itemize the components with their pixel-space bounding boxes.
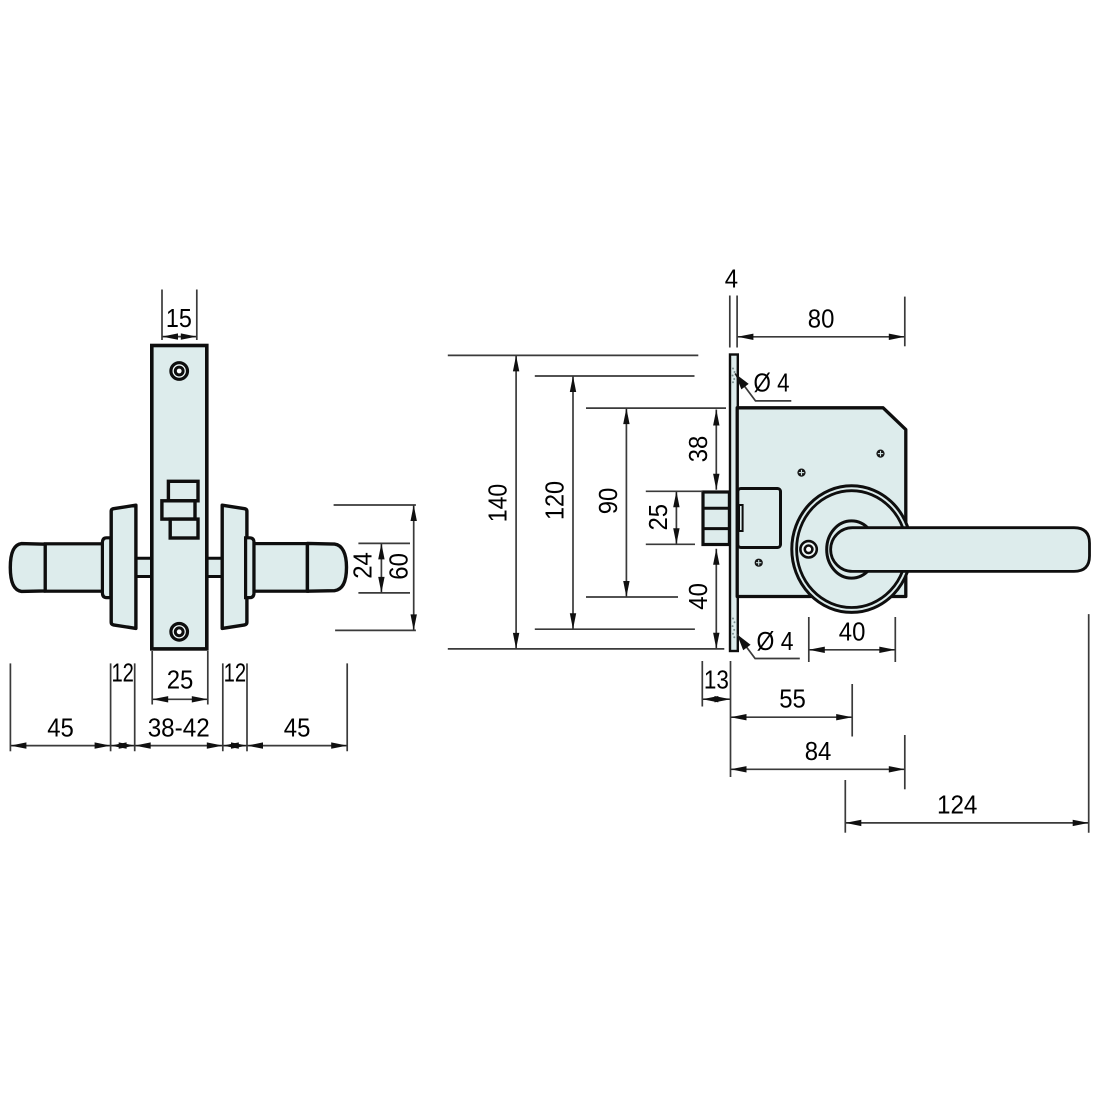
svg-text:84: 84 <box>805 738 832 766</box>
svg-text:13: 13 <box>704 667 729 695</box>
svg-text:38: 38 <box>685 436 713 463</box>
svg-text:Ø 4: Ø 4 <box>757 628 794 656</box>
svg-text:4: 4 <box>725 265 738 293</box>
svg-text:24: 24 <box>350 552 378 579</box>
svg-text:25: 25 <box>645 504 673 531</box>
svg-text:60: 60 <box>386 553 414 580</box>
svg-text:45: 45 <box>284 714 311 742</box>
svg-text:25: 25 <box>167 667 194 695</box>
svg-text:80: 80 <box>808 305 835 333</box>
svg-text:90: 90 <box>595 488 623 515</box>
svg-text:140: 140 <box>485 484 513 523</box>
svg-text:45: 45 <box>47 714 74 742</box>
svg-text:12: 12 <box>111 659 134 687</box>
svg-text:120: 120 <box>542 481 570 520</box>
svg-text:124: 124 <box>937 791 978 819</box>
svg-text:40: 40 <box>839 618 866 646</box>
svg-text:40: 40 <box>685 583 713 610</box>
svg-text:12: 12 <box>224 659 247 687</box>
svg-text:55: 55 <box>779 686 806 714</box>
svg-text:38-42: 38-42 <box>148 714 210 742</box>
svg-text:Ø 4: Ø 4 <box>754 369 790 397</box>
svg-text:15: 15 <box>166 305 192 333</box>
